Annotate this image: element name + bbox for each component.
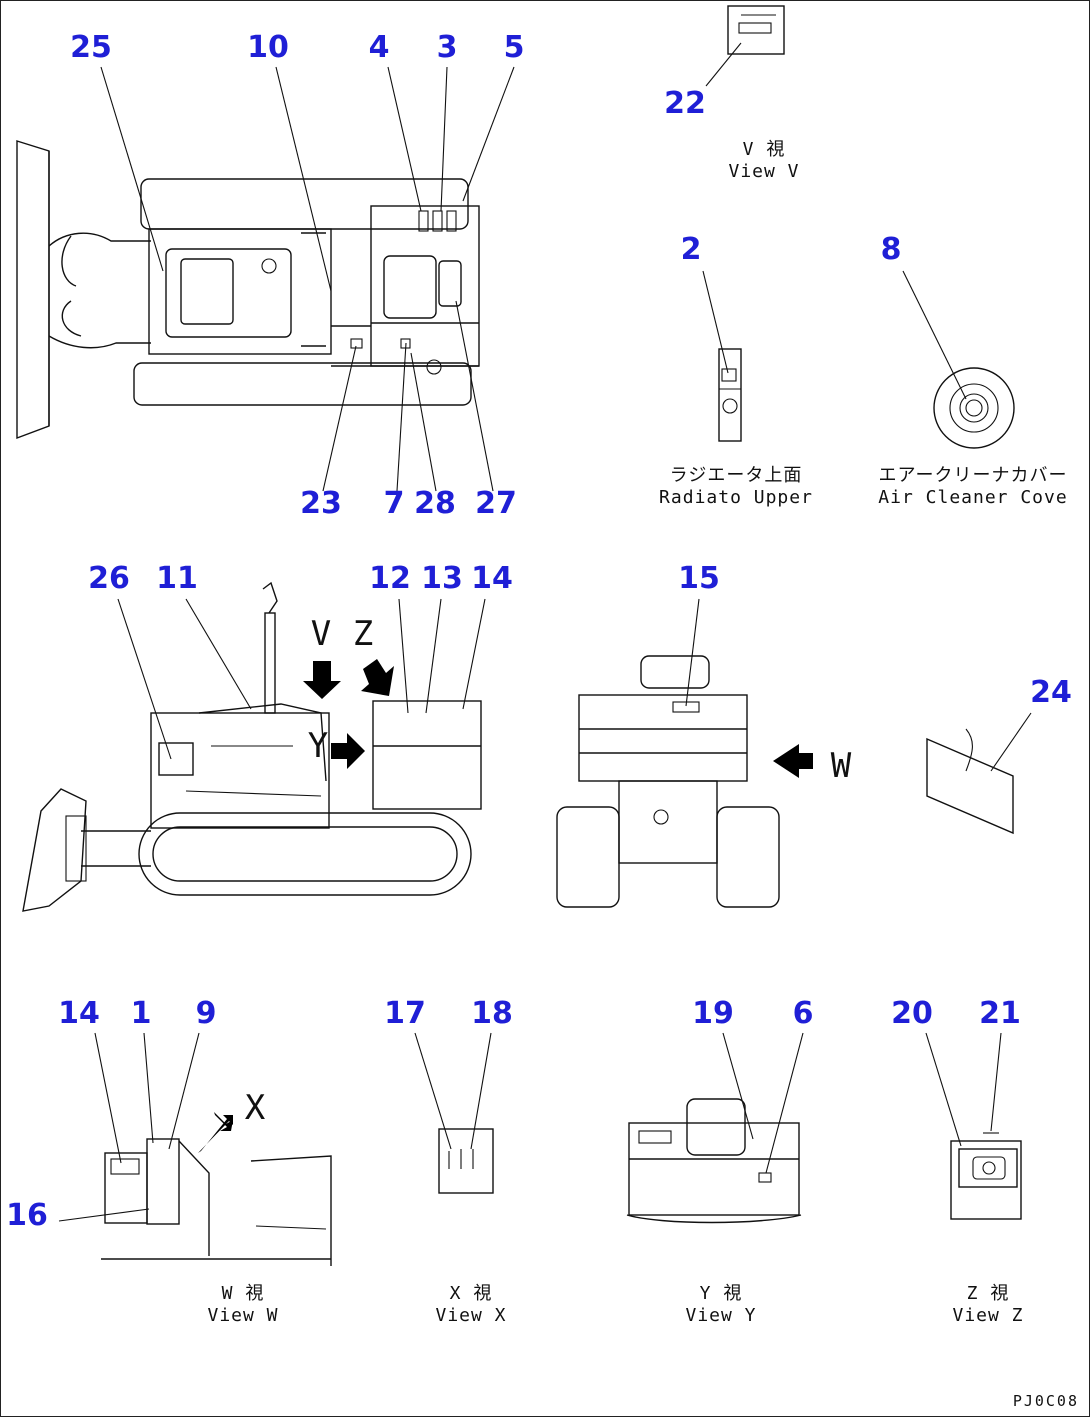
direction-label-z: Z: [352, 614, 374, 654]
caption-view-x-en: View X: [435, 1304, 507, 1326]
view-z-drawing: [950, 1132, 1022, 1220]
callout-12: 12: [369, 561, 411, 596]
view-v-drawing: [727, 5, 785, 55]
callout-9: 9: [195, 996, 217, 1031]
callout-17: 17: [384, 996, 426, 1031]
air-cleaner-drawing: [933, 367, 1015, 449]
caption-view-z-en: View Z: [952, 1304, 1024, 1326]
callout-1: 1: [130, 996, 152, 1031]
caption-view-y: Y 視 View Y: [685, 1283, 756, 1326]
callout-5: 5: [503, 30, 525, 65]
callout-14-view-w: 14: [58, 996, 100, 1031]
item-24-drawing: [926, 728, 1014, 835]
view-y-drawing: [626, 1098, 802, 1224]
callout-7: 7: [383, 486, 405, 521]
callout-25: 25: [70, 30, 112, 65]
top-view-drawing: [16, 140, 480, 440]
callout-11: 11: [156, 561, 198, 596]
caption-air-cleaner: エアークリーナカバー Air Cleaner Cove: [878, 465, 1067, 508]
caption-view-y-jp: Y 視: [699, 1283, 743, 1304]
direction-arrows: [198, 659, 813, 1153]
radiator-drawing: [718, 348, 742, 442]
caption-view-w-en: View W: [207, 1304, 279, 1326]
caption-air-cleaner-en: Air Cleaner Cove: [878, 486, 1068, 508]
callout-19: 19: [692, 996, 734, 1031]
callout-15: 15: [678, 561, 720, 596]
caption-air-cleaner-jp: エアークリーナカバー: [878, 465, 1068, 486]
caption-view-z: Z 視 View Z: [952, 1283, 1023, 1326]
caption-view-v: V 視 View V: [728, 139, 799, 182]
caption-view-z-jp: Z 視: [966, 1283, 1010, 1304]
direction-label-x: X: [244, 1088, 266, 1128]
front-view-drawing: [556, 655, 780, 908]
callout-28: 28: [414, 486, 456, 521]
callout-21: 21: [979, 996, 1021, 1031]
callout-27: 27: [475, 486, 517, 521]
caption-radiator: ラジエータ上面 Radiato Upper: [659, 465, 813, 508]
side-view-drawing: [22, 581, 482, 912]
callout-3: 3: [436, 30, 458, 65]
callout-14-side: 14: [471, 561, 513, 596]
callout-13: 13: [421, 561, 463, 596]
caption-view-y-en: View Y: [685, 1304, 757, 1326]
callout-26: 26: [88, 561, 130, 596]
view-w-drawing: [101, 1138, 332, 1266]
callout-4: 4: [368, 30, 390, 65]
drawing-code: PJ0C08: [1012, 1392, 1079, 1410]
direction-label-y: Y: [307, 726, 329, 766]
callout-6: 6: [792, 996, 814, 1031]
caption-view-v-en: View V: [728, 160, 800, 182]
caption-view-x-jp: X 視: [449, 1283, 493, 1304]
caption-view-w: W 視 View W: [207, 1283, 278, 1326]
callout-10: 10: [247, 30, 289, 65]
callout-16: 16: [6, 1198, 48, 1233]
callout-8: 8: [880, 232, 902, 267]
callout-20: 20: [891, 996, 933, 1031]
caption-view-v-jp: V 視: [742, 139, 786, 160]
caption-view-x: X 視 View X: [435, 1283, 506, 1326]
callout-24: 24: [1030, 675, 1072, 710]
view-x-drawing: [438, 1128, 494, 1194]
caption-radiator-jp: ラジエータ上面: [669, 465, 803, 486]
callout-18: 18: [471, 996, 513, 1031]
callout-2: 2: [680, 232, 702, 267]
direction-label-w: W: [830, 746, 852, 786]
caption-view-w-jp: W 視: [221, 1283, 265, 1304]
direction-label-v: V: [310, 614, 332, 654]
leader-lines: [58, 42, 1032, 1222]
callout-22: 22: [664, 86, 706, 121]
caption-radiator-en: Radiato Upper: [659, 486, 813, 508]
callout-23: 23: [300, 486, 342, 521]
